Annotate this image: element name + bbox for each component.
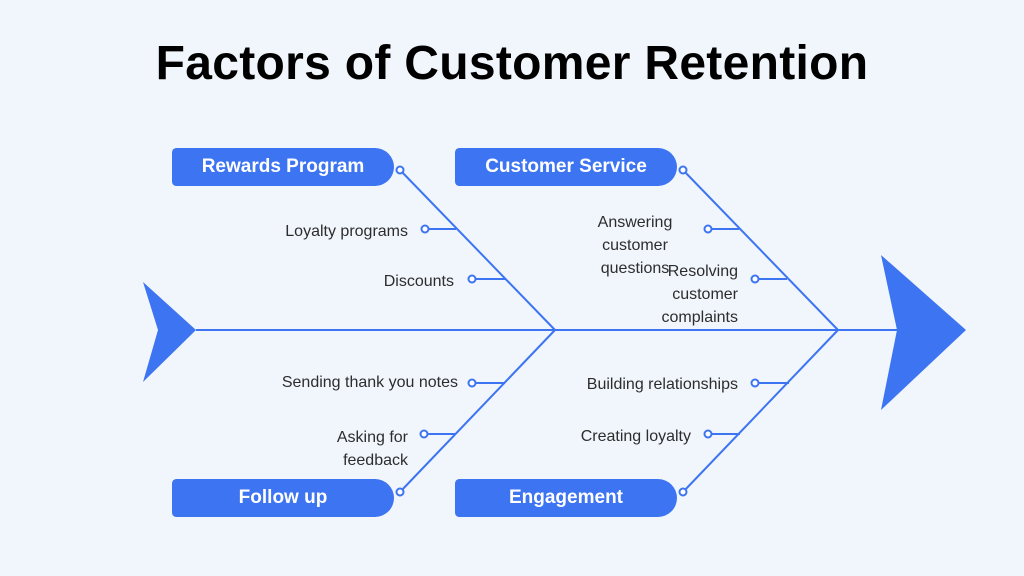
bone-engagement bbox=[682, 329, 839, 493]
cause-sending-thank-you-notes: Sending thank you notes bbox=[281, 374, 458, 391]
node-circle bbox=[419, 429, 429, 439]
cause-building-relationships: Building relationships bbox=[586, 376, 738, 393]
category-customer-service: Customer Service bbox=[455, 148, 677, 186]
category-rewards-program: Rewards Program bbox=[172, 148, 394, 186]
cause-answering-customer-questions: Answering customer questions bbox=[597, 214, 673, 277]
node-circle bbox=[750, 274, 760, 284]
node-circle bbox=[703, 224, 713, 234]
node-circle bbox=[420, 224, 430, 234]
node-circle bbox=[678, 487, 688, 497]
cause-asking-for-feedback: Asking for feedback bbox=[336, 429, 408, 469]
node-circle bbox=[678, 165, 688, 175]
cause-resolving-customer-complaints: Resolving customer complaints bbox=[661, 263, 738, 326]
node-circle bbox=[467, 378, 477, 388]
bone-rewards-program bbox=[399, 169, 556, 331]
node-circle bbox=[395, 165, 405, 175]
node-circle bbox=[750, 378, 760, 388]
page-title: Factors of Customer Retention bbox=[155, 37, 869, 90]
bone-customer-service bbox=[682, 169, 839, 331]
fish-tail bbox=[143, 282, 196, 382]
node-circle bbox=[703, 429, 713, 439]
category-engagement: Engagement bbox=[455, 479, 677, 517]
node-circle bbox=[395, 487, 405, 497]
cause-loyalty-programs: Loyalty programs bbox=[285, 223, 408, 240]
cause-creating-loyalty: Creating loyalty bbox=[580, 428, 691, 445]
fish-head-arrow bbox=[881, 255, 966, 410]
cause-discounts: Discounts bbox=[383, 273, 454, 290]
category-follow-up: Follow up bbox=[172, 479, 394, 517]
bone-follow-up bbox=[399, 329, 556, 493]
node-circle bbox=[467, 274, 477, 284]
